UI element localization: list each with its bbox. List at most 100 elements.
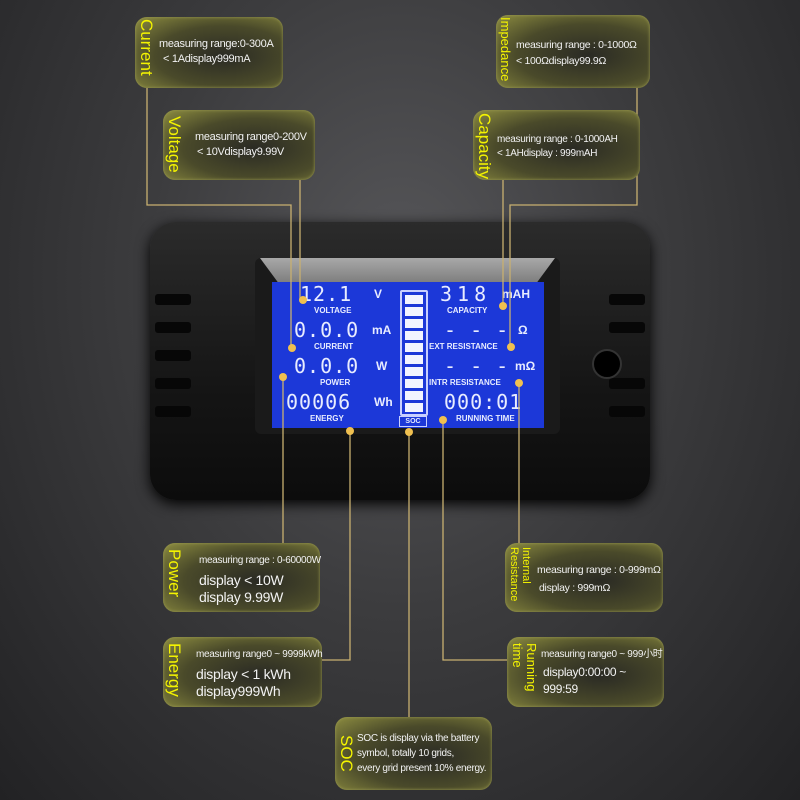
running-time-dot bbox=[439, 416, 447, 424]
voltage-value: 12.1 bbox=[300, 282, 353, 306]
running-time-leader bbox=[442, 420, 507, 661]
energy-value: 00006 bbox=[286, 390, 352, 414]
vent bbox=[609, 406, 645, 417]
bezel-bevel bbox=[260, 258, 555, 282]
callout-line: display 9.99W bbox=[199, 589, 284, 605]
energy-leader bbox=[322, 431, 351, 661]
power-unit: W bbox=[376, 359, 388, 373]
callout-title: Current bbox=[137, 19, 156, 76]
callout-power: Power measuring range : 0-60000W display… bbox=[163, 543, 321, 612]
vent bbox=[609, 378, 645, 389]
callout-title: Running time bbox=[510, 643, 539, 692]
soc-label: SOC bbox=[399, 416, 427, 427]
voltage-unit: V bbox=[374, 287, 383, 301]
callout-capacity: Capacity measuring range : 0-1000AH < 1A… bbox=[473, 110, 640, 180]
running-time-value: 000:01 bbox=[444, 390, 523, 414]
ext-resistance-value: - - - bbox=[444, 318, 510, 342]
callout-internal-resistance: Internal Resistance measuring range : 0-… bbox=[505, 543, 663, 612]
current-dot bbox=[288, 344, 296, 352]
callout-title: Capacity bbox=[475, 113, 494, 180]
soc-grid bbox=[405, 319, 423, 328]
lcd-screen: 12.1 V VOLTAGE 0.0.0 mA CURRENT 0.0.0 W … bbox=[272, 282, 544, 428]
callout-voltage: Voltage measuring range0-200V < 10Vdispl… bbox=[163, 110, 315, 180]
callout-line: < 10Vdisplay9.99V bbox=[197, 146, 284, 158]
soc-grid bbox=[405, 391, 423, 400]
callout-line: < 100Ωdisplay99.9Ω bbox=[516, 55, 606, 67]
callout-line: display999Wh bbox=[196, 683, 281, 699]
vent bbox=[155, 350, 191, 361]
soc-grid bbox=[405, 367, 423, 376]
intr-resistance-dot bbox=[515, 379, 523, 387]
vent bbox=[609, 322, 645, 333]
power-label: POWER bbox=[320, 378, 351, 387]
vent bbox=[155, 322, 191, 333]
callout-title: Energy bbox=[165, 643, 184, 697]
callout-title: SOC bbox=[337, 735, 356, 772]
callout-line: < 1AHdisplay : 999mAH bbox=[497, 148, 598, 159]
voltage-dot bbox=[299, 296, 307, 304]
soc-dot bbox=[405, 428, 413, 436]
vent bbox=[155, 406, 191, 417]
callout-line: display < 1 kWh bbox=[196, 666, 291, 682]
callout-title: Impedance bbox=[498, 17, 513, 82]
callout-line: measuring range0 ~ 999小时 bbox=[541, 649, 663, 660]
callout-soc: SOC SOC is display via the battery symbo… bbox=[335, 717, 492, 790]
intr-resistance-label: INTR RESISTANCE bbox=[429, 378, 501, 387]
callout-line: measuring range0-200V bbox=[195, 131, 307, 143]
energy-label: ENERGY bbox=[310, 414, 344, 423]
soc-grid bbox=[405, 331, 423, 340]
callout-title: Internal Resistance bbox=[508, 547, 532, 602]
intr-resistance-unit: mΩ bbox=[515, 359, 536, 373]
vent bbox=[609, 294, 645, 305]
callout-line: measuring range : 0-1000Ω bbox=[516, 39, 637, 51]
callout-line: symbol, totally 10 grids, bbox=[357, 748, 454, 759]
soc-grid bbox=[405, 343, 423, 352]
callout-energy: Energy measuring range0 ~ 9999kWh displa… bbox=[163, 637, 323, 707]
callout-line: measuring range:0-300A bbox=[159, 38, 274, 50]
power-value: 0.0.0 bbox=[294, 354, 360, 378]
capacity-label: CAPACITY bbox=[447, 306, 488, 315]
current-label: CURRENT bbox=[314, 342, 354, 351]
ext-resistance-label: EXT RESISTANCE bbox=[429, 342, 498, 351]
soc-grid bbox=[405, 403, 423, 412]
callout-line: SOC is display via the battery bbox=[357, 733, 480, 744]
soc-grid bbox=[405, 355, 423, 364]
voltage-label: VOLTAGE bbox=[314, 306, 352, 315]
callout-line: every grid present 10% energy. bbox=[357, 763, 487, 774]
soc-grid bbox=[405, 379, 423, 388]
power-dot bbox=[279, 373, 287, 381]
vent bbox=[155, 294, 191, 305]
ext-resistance-unit: Ω bbox=[518, 323, 528, 337]
soc-grid bbox=[405, 307, 423, 316]
callout-line: measuring range : 0-999mΩ bbox=[537, 564, 661, 576]
capacity-value: 318 bbox=[440, 282, 492, 306]
energy-unit: Wh bbox=[374, 395, 393, 409]
callout-title: Power bbox=[165, 549, 184, 598]
current-leader bbox=[146, 88, 292, 348]
callout-line: measuring range : 0-1000AH bbox=[497, 134, 618, 145]
callout-line: display < 10W bbox=[199, 572, 284, 588]
current-unit: mA bbox=[372, 323, 392, 337]
callout-line: < 1Adisplay999mA bbox=[163, 53, 251, 65]
callout-current: Current measuring range:0-300A < 1Adispl… bbox=[135, 17, 283, 88]
callout-line: measuring range0 ~ 9999kWh bbox=[196, 649, 323, 660]
button[interactable] bbox=[592, 349, 622, 379]
callout-line: display0:00:00 ~ bbox=[543, 665, 626, 679]
capacity-unit: mAH bbox=[502, 287, 531, 301]
callout-line: 999:59 bbox=[543, 682, 578, 696]
callout-running-time: Running time measuring range0 ~ 999小时 di… bbox=[507, 637, 664, 707]
capacity-dot bbox=[499, 302, 507, 310]
soc-grid bbox=[405, 295, 423, 304]
vent bbox=[155, 378, 191, 389]
soc-battery-icon bbox=[400, 290, 428, 416]
callout-line: measuring range : 0-60000W bbox=[199, 555, 321, 566]
running-time-label: RUNNING TIME bbox=[456, 414, 515, 423]
callout-impedance: Impedance measuring range : 0-1000Ω < 10… bbox=[496, 15, 650, 88]
energy-dot bbox=[346, 427, 354, 435]
current-value: 0.0.0 bbox=[294, 318, 360, 342]
callout-title: Voltage bbox=[165, 116, 184, 173]
intr-resistance-value: - - - bbox=[444, 354, 510, 378]
ext-resistance-dot bbox=[507, 343, 515, 351]
